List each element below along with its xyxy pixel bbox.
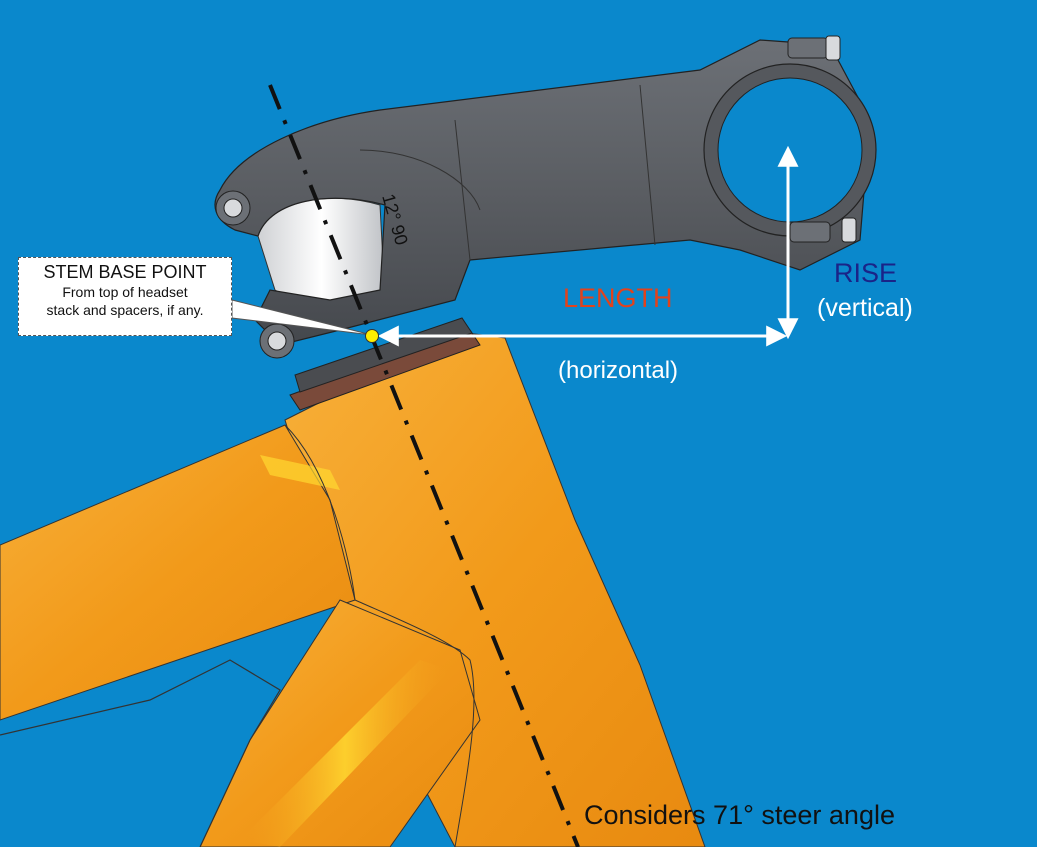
stem-base-point-callout: STEM BASE POINT From top of headset stac… <box>18 257 232 336</box>
steer-angle-note: Considers 71° steer angle <box>584 800 895 830</box>
horizontal-label: (horizontal) <box>558 357 679 384</box>
bar-clamp-opening <box>717 77 863 223</box>
callout-pointer <box>231 299 373 336</box>
tube-highlight <box>240 660 450 847</box>
rise-label: RISE <box>834 258 898 288</box>
callout-title: STEM BASE POINT <box>43 262 207 282</box>
faceplate-bolt-top <box>825 35 841 61</box>
callout-line-1: From top of headset <box>62 284 188 300</box>
vertical-label: (vertical) <box>817 294 913 322</box>
length-label: LENGTH <box>563 283 673 313</box>
steerer-tube <box>257 197 386 306</box>
frame-gap <box>0 660 280 847</box>
stem-base-point-marker <box>365 329 379 343</box>
callout-line-2: stack and spacers, if any. <box>46 302 204 318</box>
faceplate-bolt-bottom <box>841 217 857 243</box>
stem-body <box>214 39 871 346</box>
top-tube <box>0 424 356 721</box>
